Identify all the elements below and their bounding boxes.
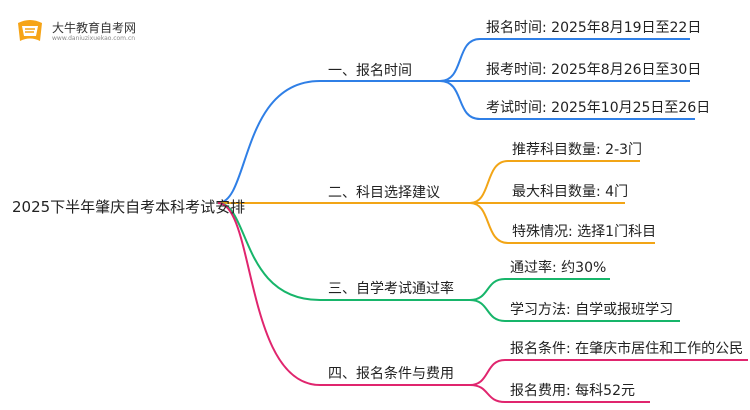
connector-branch-4-leaf-2 [469, 384, 650, 403]
site-logo: 大牛教育自考网 www.daniuzixuekao.com.cn [14, 16, 154, 46]
logo-name: 大牛教育自考网 [52, 21, 137, 35]
branch-1-label: 一、报名时间 [328, 63, 412, 79]
connector-branch-3-leaf-1 [469, 278, 610, 301]
connector-branch-4-leaf-1 [469, 359, 748, 386]
connector-branch-3-leaf-2 [469, 299, 680, 322]
connector-branch-1-leaf-3 [439, 80, 695, 120]
connector-branch-2-leaf-1 [469, 160, 640, 204]
connector-branch-1-leaf-1 [439, 38, 690, 82]
branch-3-label: 三、自学考试通过率 [328, 281, 454, 297]
connector-root-branch-1 [217, 80, 440, 204]
branch-4-leaf-1: 报名条件: 在肇庆市居住和工作的公民 [510, 341, 744, 357]
branch-2-leaf-3: 特殊情况: 选择1门科目 [512, 224, 657, 240]
logo-url: www.daniuzixuekao.com.cn [52, 35, 136, 42]
root-topic: 2025下半年肇庆自考本科考试安排 [12, 198, 246, 216]
connector-root-branch-3 [217, 202, 470, 301]
branch-4-leaf-2: 报名费用: 每科52元 [510, 383, 635, 399]
branch-2-leaf-1: 推荐科目数量: 2-3门 [512, 142, 643, 158]
branch-4-label: 四、报名条件与费用 [328, 366, 454, 382]
branch-1-leaf-1: 报名时间: 2025年8月19日至22日 [486, 20, 702, 36]
branch-3-leaf-1: 通过率: 约30% [510, 260, 607, 276]
branch-1-leaf-3: 考试时间: 2025年10月25日至26日 [486, 100, 711, 116]
connector-branch-2-leaf-3 [469, 202, 655, 244]
branch-2-label: 二、科目选择建议 [328, 185, 440, 201]
connector-root-branch-4 [217, 202, 470, 386]
branch-2-leaf-2: 最大科目数量: 4门 [512, 184, 629, 200]
book-icon [18, 20, 42, 41]
branch-3-leaf-2: 学习方法: 自学或报班学习 [510, 302, 674, 318]
branch-1-leaf-2: 报考时间: 2025年8月26日至30日 [486, 62, 702, 78]
